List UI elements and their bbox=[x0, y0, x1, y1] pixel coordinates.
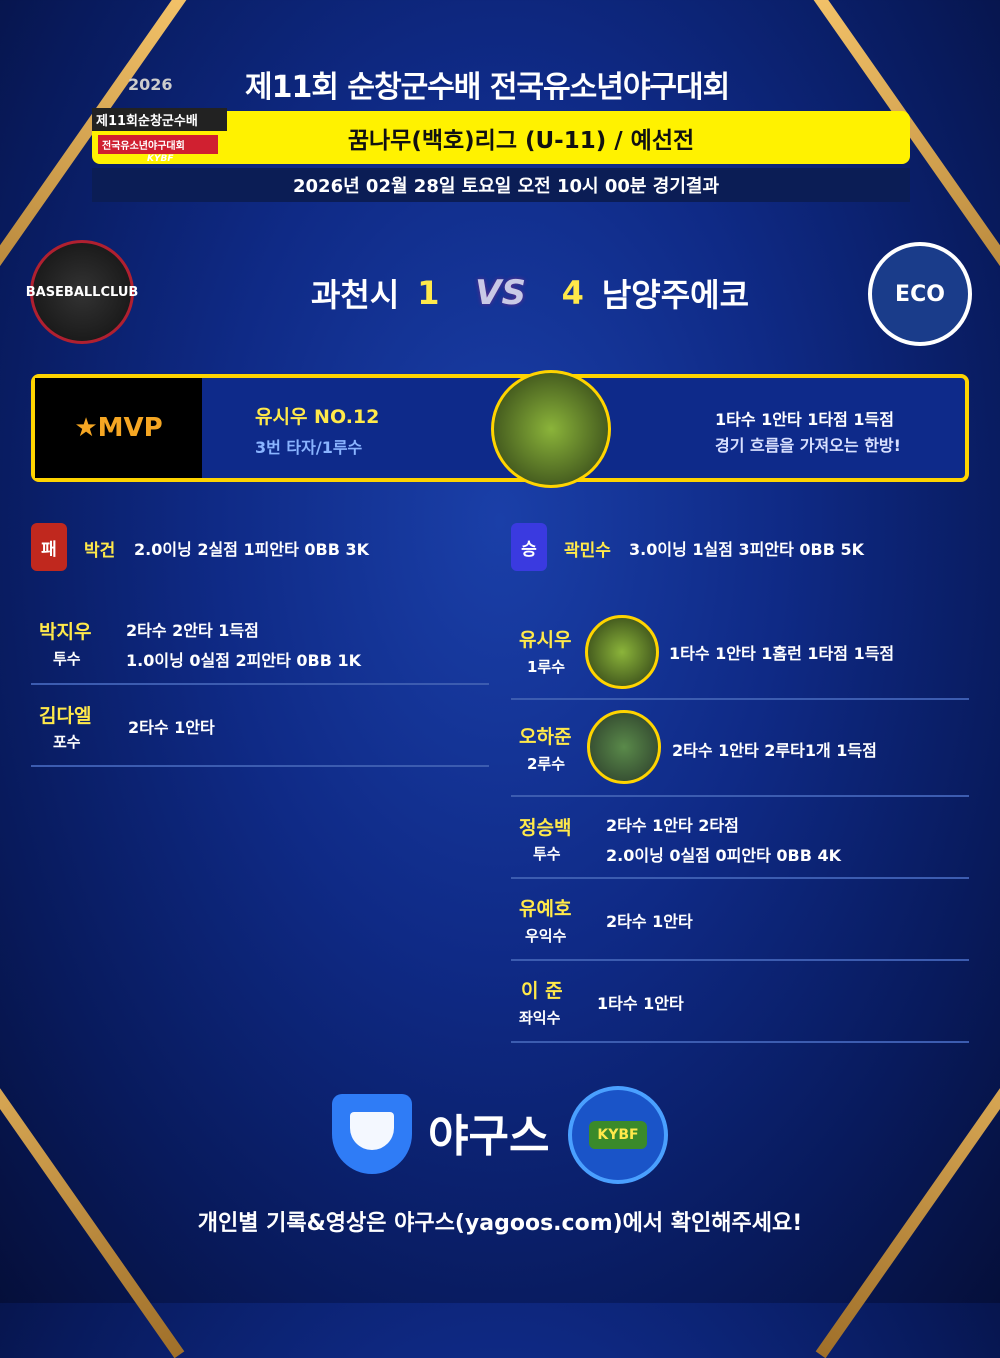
league-banner: 꿈나무(백호)리그 (U-11) / 예선전 bbox=[92, 111, 910, 164]
player-name: 박지우 bbox=[39, 621, 92, 643]
player-row: 정승백 투수 2타수 1안타 2타점 2.0이닝 0실점 0피안타 0BB 4K bbox=[511, 797, 969, 879]
mvp-label: MVP bbox=[97, 413, 163, 443]
player-row: 김다엘 포수 2타수 1안타 bbox=[31, 687, 489, 767]
vs-icon: VS bbox=[475, 273, 526, 313]
kybf-logo: KYBF bbox=[568, 1086, 668, 1184]
win-pitcher-stat: 3.0이닝 1실점 3피안타 0BB 5K bbox=[629, 540, 864, 559]
player-row: 이 준 좌익수 1타수 1안타 bbox=[511, 961, 969, 1043]
mvp-star-icon: ★MVP bbox=[35, 378, 202, 478]
player-row: 유시우 1루수 1타수 1안타 1홈런 1타점 1득점 bbox=[511, 605, 969, 700]
emblem-year: 2026 bbox=[128, 75, 173, 94]
scoreboard: 과천시 1 VS 4 남양주에코 bbox=[300, 258, 760, 328]
player-position: 1루수 bbox=[527, 658, 566, 676]
yagoos-brand: 야구스 bbox=[428, 1111, 550, 1162]
footer-notice: 개인별 기록&영상은 야구스(yagoos.com)에서 확인해주세요! bbox=[197, 1211, 803, 1236]
player-stat-2: 2.0이닝 0실점 0피안타 0BB 4K bbox=[606, 846, 841, 865]
player-name: 유예호 bbox=[519, 898, 572, 920]
player-photo bbox=[587, 710, 661, 784]
home-score: 1 bbox=[417, 274, 440, 312]
emblem-ribbon: 전국유소년야구대회 bbox=[98, 135, 218, 154]
mvp-stat: 1타수 1안타 1타점 1득점 bbox=[715, 410, 895, 429]
emblem-kybf: KYBF bbox=[147, 154, 174, 164]
player-row: 유예호 우익수 2타수 1안타 bbox=[511, 879, 969, 961]
mvp-role: 3번 타자/1루수 bbox=[255, 438, 363, 457]
player-stat-2: 1.0이닝 0실점 2피안타 0BB 1K bbox=[126, 651, 361, 670]
player-name: 정승백 bbox=[519, 817, 572, 839]
player-position: 2루수 bbox=[527, 755, 566, 773]
player-position: 포수 bbox=[53, 733, 81, 751]
player-position: 좌익수 bbox=[519, 1009, 561, 1027]
player-name: 오하준 bbox=[519, 726, 572, 748]
win-pitcher-name: 곽민수 bbox=[564, 541, 611, 561]
player-name: 이 준 bbox=[521, 980, 563, 1002]
player-row: 오하준 2루수 2타수 1안타 2루타1개 1득점 bbox=[511, 700, 969, 797]
player-stat: 2타수 1안타 bbox=[606, 912, 693, 931]
loss-badge: 패 bbox=[31, 523, 67, 571]
player-position: 투수 bbox=[533, 845, 561, 863]
player-stat: 2타수 2안타 1득점 bbox=[126, 621, 259, 640]
away-score: 4 bbox=[561, 274, 584, 312]
player-photo bbox=[585, 615, 659, 689]
away-team-logo: ECO bbox=[868, 242, 972, 346]
loss-pitcher-stat: 2.0이닝 2실점 1피안타 0BB 3K bbox=[134, 540, 369, 559]
emblem-text: 제11회순창군수배 bbox=[92, 108, 227, 131]
player-stat: 1타수 1안타 1홈런 1타점 1득점 bbox=[669, 644, 895, 663]
player-position: 우익수 bbox=[525, 927, 567, 945]
decor-stripe bbox=[0, 941, 185, 1358]
player-name: 김다엘 bbox=[39, 705, 92, 727]
home-team-logo: BASEBALLCLUB bbox=[26, 240, 138, 344]
player-stat: 2타수 1안타 bbox=[128, 718, 215, 737]
player-stat: 2타수 1안타 2루타1개 1득점 bbox=[672, 741, 877, 760]
player-stat: 2타수 1안타 2타점 bbox=[606, 816, 739, 835]
loss-pitcher-name: 박건 bbox=[84, 541, 116, 561]
tournament-title: 제11회 순창군수배 전국유소년야구대회 bbox=[245, 70, 730, 105]
player-position: 투수 bbox=[53, 650, 81, 668]
home-team-name: 과천시 bbox=[310, 276, 400, 314]
mvp-player-photo bbox=[491, 370, 611, 488]
home-logo-text: BASEBALLCLUB bbox=[25, 284, 139, 300]
tournament-emblem: 제11회순창군수배 전국유소년야구대회 KYBF bbox=[92, 108, 237, 193]
match-datetime: 2026년 02월 28일 토요일 오전 10시 00분 경기결과 bbox=[92, 168, 910, 202]
player-name: 유시우 bbox=[519, 629, 572, 651]
win-badge: 승 bbox=[511, 523, 547, 571]
yagoos-logo-icon bbox=[332, 1094, 412, 1174]
mvp-panel: ★MVP 유시우 NO.12 3번 타자/1루수 1타수 1안타 1타점 1득점… bbox=[31, 370, 969, 488]
away-logo-text: ECO bbox=[895, 281, 945, 307]
mvp-player: 유시우 NO.12 bbox=[255, 406, 380, 428]
player-stat: 1타수 1안타 bbox=[597, 994, 684, 1013]
mvp-comment: 경기 흐름을 가져오는 한방! bbox=[715, 436, 901, 455]
kybf-logo-text: KYBF bbox=[589, 1121, 647, 1149]
player-row: 박지우 투수 2타수 2안타 1득점 1.0이닝 0실점 2피안타 0BB 1K bbox=[31, 605, 489, 685]
away-team-name: 남양주에코 bbox=[601, 276, 750, 314]
